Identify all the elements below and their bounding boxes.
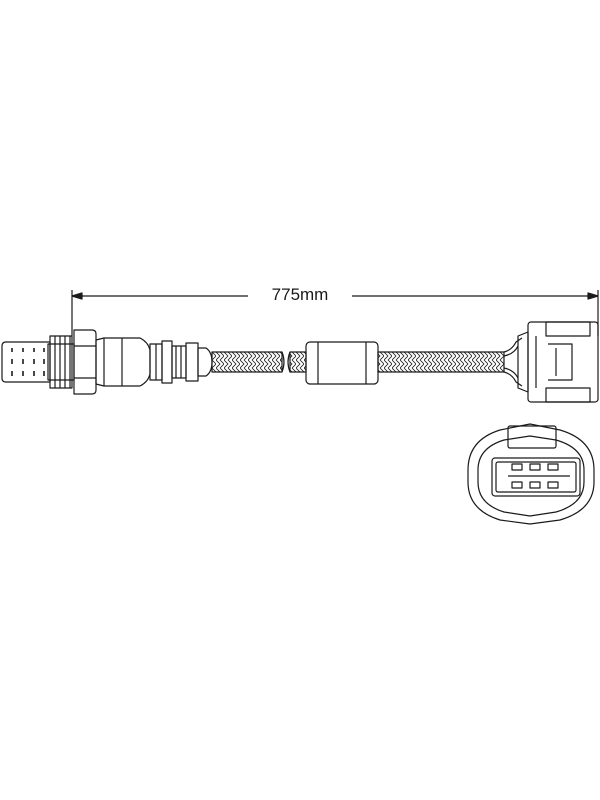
connector-front-view — [467, 423, 595, 525]
dimension-line — [71, 290, 599, 336]
threaded-section — [47, 335, 75, 389]
sensor-body — [95, 337, 213, 387]
cable-braid-left — [211, 351, 285, 373]
cable-braid-stub — [287, 351, 307, 373]
cable-sleeve — [305, 341, 379, 385]
connector-wires — [503, 337, 523, 387]
cable-braid-right — [377, 351, 505, 373]
connector-side-view — [517, 321, 599, 403]
sensor-probe-tip — [1, 341, 51, 383]
hex-nut — [73, 329, 97, 395]
dimension-label: 775mm — [248, 282, 352, 308]
